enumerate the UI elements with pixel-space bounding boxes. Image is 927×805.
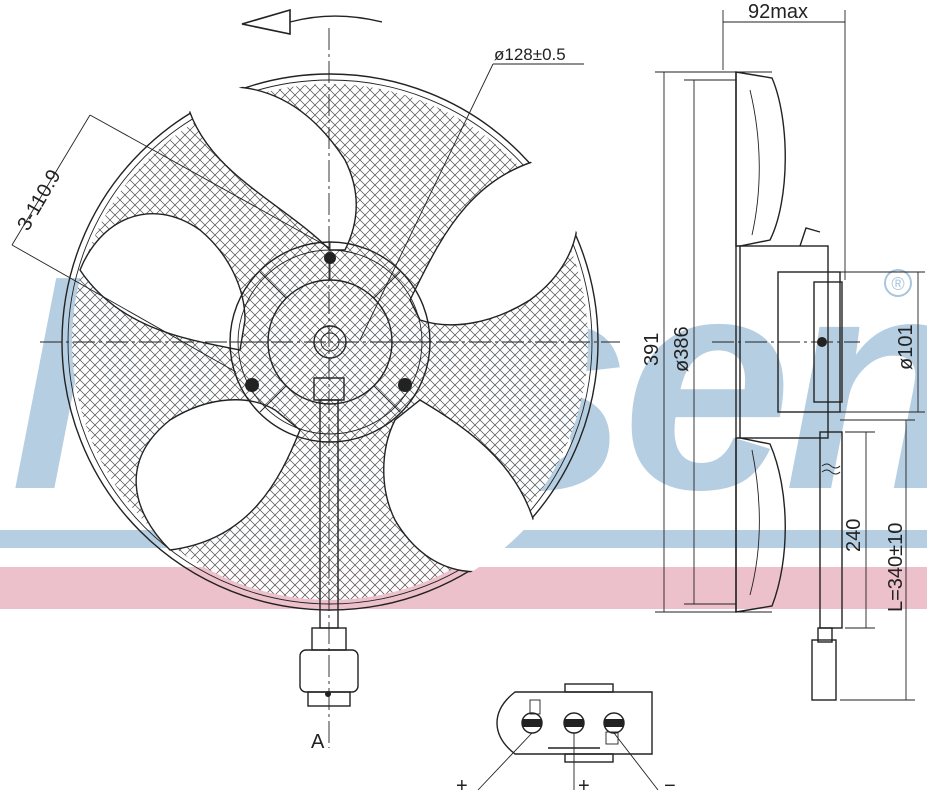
side-dimension-lines bbox=[655, 10, 925, 701]
connector-detail: + + − bbox=[456, 683, 676, 797]
shroud-diameter-label: ø128±0.5 bbox=[494, 45, 566, 64]
side-blade-curve bbox=[749, 449, 760, 596]
side-view: 92max 391 ø386 ø101 240 L=340±10 bbox=[641, 1, 925, 701]
pin-right-label: − bbox=[664, 775, 676, 797]
cable-break-mark bbox=[821, 463, 841, 469]
height-391-label: 391 bbox=[641, 333, 663, 366]
connector-side bbox=[811, 639, 837, 701]
shroud-diameter-leader bbox=[359, 63, 584, 341]
fan-blade bbox=[135, 399, 301, 551]
mount-lug bbox=[398, 378, 412, 392]
pin-left-label: + bbox=[456, 775, 468, 797]
front-view: 3-110.9 ø128±0.5 A bbox=[11, 8, 620, 753]
arrow-left-curved-icon bbox=[289, 15, 383, 23]
fan-blade bbox=[79, 213, 246, 351]
registered-mark-circle bbox=[884, 269, 912, 297]
motor-diameter-label: ø101 bbox=[895, 324, 917, 370]
view-marker: A bbox=[311, 731, 325, 753]
pin-leaders bbox=[477, 732, 659, 791]
watermark-pink-stripe bbox=[0, 567, 927, 609]
side-blade-curve bbox=[749, 89, 760, 236]
blade-dimension bbox=[11, 114, 331, 373]
registered-mark: ® bbox=[891, 274, 904, 294]
rotation-arrow-head bbox=[241, 8, 291, 35]
depth-label: 92max bbox=[748, 1, 808, 23]
connector-housing bbox=[496, 691, 653, 755]
connector-front-view bbox=[299, 627, 359, 707]
side-bracket bbox=[799, 227, 821, 247]
fan-blade bbox=[184, 86, 357, 251]
pin-middle-label: + bbox=[578, 775, 590, 797]
fan-blades bbox=[79, 86, 579, 573]
mount-lug bbox=[324, 252, 336, 264]
side-shroud-profile bbox=[735, 437, 786, 613]
mount-lug bbox=[245, 378, 259, 392]
side-shroud-profile bbox=[735, 71, 786, 247]
cable-240-label: 240 bbox=[843, 519, 865, 552]
cable-length-label: L=340±10 bbox=[885, 523, 907, 612]
diameter-386-label: ø386 bbox=[671, 326, 693, 372]
